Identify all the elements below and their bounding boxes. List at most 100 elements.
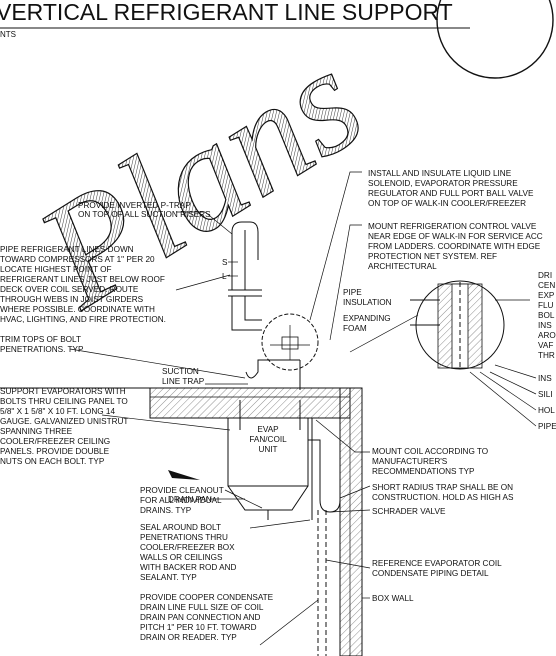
svg-text:NEAR EDGE OF WALK-IN FOR SERVI: NEAR EDGE OF WALK-IN FOR SERVICE ACC	[368, 232, 543, 241]
mount-control-leader	[329, 224, 362, 341]
svg-text:THR: THR	[538, 351, 555, 360]
svg-text:SEALANT. TYP: SEALANT. TYP	[140, 573, 197, 582]
svg-text:EXP: EXP	[538, 291, 555, 300]
svg-text:SUPPORT EVAPORATORS WITH: SUPPORT EVAPORATORS WITH	[0, 387, 126, 396]
condensate-leader	[259, 599, 319, 646]
svg-text:SEAL AROUND BOLT: SEAL AROUND BOLT	[140, 523, 221, 532]
svg-text:ARCHITECTURAL: ARCHITECTURAL	[368, 262, 437, 271]
pipe-lines-note: PIPE REFRIGERANT LINES DOWN TOWARD COMPR…	[0, 245, 166, 324]
svg-text:HVAC, LIGHTING, AND FIRE PROTE: HVAC, LIGHTING, AND FIRE PROTECTION.	[0, 315, 166, 324]
ptrap-leader	[176, 211, 233, 235]
support-evap-leader	[101, 414, 231, 431]
svg-text:PROVIDE COOPER CONDENSATE: PROVIDE COOPER CONDENSATE	[140, 593, 274, 602]
svg-text:LOCATE HIGHEST POINT OF: LOCATE HIGHEST POINT OF	[0, 265, 111, 274]
mount-control-note: MOUNT REFRIGERATION CONTROL VALVE NEAR E…	[368, 222, 543, 271]
evap-unit-box	[227, 417, 309, 487]
install-liquid-leader	[309, 171, 362, 321]
box-wall-label: BOX WALL	[372, 594, 414, 603]
leader-hol	[479, 371, 537, 411]
valve-callout-circle	[261, 313, 319, 371]
cleanout-note: PROVIDE CLEANOUT FOR ALL INDIVIDUAL DRAI…	[140, 486, 224, 515]
ins-label: INS	[538, 374, 552, 383]
ptrap-note: PROVIDE INVERTED P-TRAP ON TOP OF ALL SU…	[78, 201, 211, 219]
short-radius-note: SHORT RADIUS TRAP SHALL BE ON CONSTRUCTI…	[372, 483, 514, 502]
evap-label-1: EVAP	[257, 425, 279, 434]
svg-text:DRAIN PAN CONNECTION AND: DRAIN PAN CONNECTION AND	[140, 613, 260, 622]
pipe-insulation-label: PIPE INSULATION	[343, 288, 392, 307]
schrader-label: SCHRADER VALVE	[372, 507, 446, 516]
svg-text:5/8" X 1 5/8" X 10 FT. LONG 14: 5/8" X 1 5/8" X 10 FT. LONG 14	[0, 407, 115, 416]
svg-text:COOLER/FREEZER BOX: COOLER/FREEZER BOX	[140, 543, 235, 552]
leader-ins	[494, 364, 537, 379]
valve-body	[281, 336, 299, 350]
pipe-lines-leader	[175, 274, 231, 291]
svg-text:GAUGE. GALVANIZED UNISTRUT: GAUGE. GALVANIZED UNISTRUT	[0, 417, 128, 426]
valve-lines	[270, 325, 310, 360]
suction-line-lower	[231, 296, 262, 331]
svg-text:ON TOP OF WALK-IN COOLER/FREEZ: ON TOP OF WALK-IN COOLER/FREEZER	[368, 199, 526, 208]
svg-text:WITH BACKER ROD AND: WITH BACKER ROD AND	[140, 563, 237, 572]
svg-text:CEN: CEN	[538, 281, 555, 290]
pip-label: PIPE	[538, 422, 556, 431]
svg-text:DRAIN LINE FULL SIZE OF COIL: DRAIN LINE FULL SIZE OF COIL	[140, 603, 264, 612]
svg-text:REFRIGERANT LINES JUST BELOW R: REFRIGERANT LINES JUST BELOW ROOF	[0, 275, 165, 284]
mount-coil-note: MOUNT COIL ACCORDING TO MANUFACTURER'S R…	[372, 447, 488, 476]
bolt-tops-leader	[69, 348, 246, 379]
svg-text:BOLTS THRU CEILING PANEL TO: BOLTS THRU CEILING PANEL TO	[0, 397, 128, 406]
svg-text:INS: INS	[538, 321, 552, 330]
svg-text:VAF: VAF	[538, 341, 553, 350]
svg-text:DECK OVER COIL SERVED. ROUTE: DECK OVER COIL SERVED. ROUTE	[0, 285, 139, 294]
svg-text:FOR ALL INDIVIDUAL: FOR ALL INDIVIDUAL	[140, 496, 222, 505]
install-liquid-note: INSTALL AND INSULATE LIQUID LINE SOLENOI…	[368, 169, 534, 208]
watermark-ring	[436, 0, 554, 79]
expanding-foam-label: EXPANDING FOAM	[343, 314, 391, 333]
ceiling-panel	[149, 387, 351, 419]
svg-text:PIPE REFRIGERANT LINES DOWN: PIPE REFRIGERANT LINES DOWN	[0, 245, 134, 254]
svg-text:WALLS OR CEILINGS: WALLS OR CEILINGS	[140, 553, 223, 562]
leader-sil	[489, 371, 537, 395]
suction-trap-note: SUCTION LINE TRAP	[162, 367, 205, 386]
svg-text:TRIM TOPS OF BOLT: TRIM TOPS OF BOLT	[0, 335, 81, 344]
suction-ptrap	[231, 221, 259, 260]
svg-text:PIPE: PIPE	[343, 288, 362, 297]
drain-pan-shape	[227, 485, 309, 511]
svg-text:PENETRATIONS. TYP: PENETRATIONS. TYP	[0, 345, 84, 354]
support-evap-note: SUPPORT EVAPORATORS WITH BOLTS THRU CEIL…	[0, 387, 128, 466]
svg-text:PANELS. PROVIDE DOUBLE: PANELS. PROVIDE DOUBLE	[0, 447, 110, 456]
svg-text:DRAIN OR READER. TYP: DRAIN OR READER. TYP	[140, 633, 237, 642]
svg-text:SPANNING THREE: SPANNING THREE	[0, 427, 73, 436]
svg-text:COOLER/FREEZER CEILING: COOLER/FREEZER CEILING	[0, 437, 110, 446]
svg-text:REGULATOR AND FULL PORT BALL V: REGULATOR AND FULL PORT BALL VALVE	[368, 189, 534, 198]
drawing-scale: NTS	[0, 30, 16, 39]
liquid-line-lower	[244, 296, 262, 321]
svg-text:ARO: ARO	[538, 331, 556, 340]
svg-text:EXPANDING: EXPANDING	[343, 314, 391, 323]
suction-line-trap	[245, 359, 300, 379]
svg-text:WHERE POSSIBLE. COORDINATE WIT: WHERE POSSIBLE. COORDINATE WITH	[0, 305, 155, 314]
svg-text:PROTECTION NET SYSTEM. REF: PROTECTION NET SYSTEM. REF	[368, 252, 497, 261]
seal-bolt-note: SEAL AROUND BOLT PENETRATIONS THRU COOLE…	[140, 523, 237, 582]
arrow-marker	[168, 470, 200, 480]
svg-text:PITCH 1" PER 10 FT. TOWARD: PITCH 1" PER 10 FT. TOWARD	[140, 623, 257, 632]
drawing-title: VERTICAL REFRIGERANT LINE SUPPORT	[0, 0, 453, 25]
hol-label: HOL	[538, 406, 555, 415]
svg-text:BOL: BOL	[538, 311, 555, 320]
svg-text:NUTS ON EACH BOLT. TYP: NUTS ON EACH BOLT. TYP	[0, 457, 105, 466]
reference-evap-leader	[325, 559, 371, 569]
svg-text:FLU: FLU	[538, 301, 554, 310]
evap-label-2: FAN/COIL	[249, 435, 287, 444]
svg-text:MOUNT COIL ACCORDING TO: MOUNT COIL ACCORDING TO	[372, 447, 488, 456]
evap-label-3: UNIT	[258, 445, 277, 454]
sil-label: SILI	[538, 390, 553, 399]
svg-text:INSULATION: INSULATION	[343, 298, 392, 307]
condensate-note: PROVIDE COOPER CONDENSATE DRAIN LINE FUL…	[140, 593, 274, 642]
svg-text:MANUFACTURER'S: MANUFACTURER'S	[372, 457, 448, 466]
svg-text:SHORT RADIUS TRAP SHALL BE ON: SHORT RADIUS TRAP SHALL BE ON	[372, 483, 513, 492]
svg-text:THROUGH WEBS IN JOIST GIRDERS: THROUGH WEBS IN JOIST GIRDERS	[0, 295, 144, 304]
line-s-label: S	[222, 258, 228, 267]
svg-text:CONDENSATE PIPING DETAIL: CONDENSATE PIPING DETAIL	[372, 569, 489, 578]
svg-text:PENETRATIONS THRU: PENETRATIONS THRU	[140, 533, 228, 542]
svg-text:LINE TRAP: LINE TRAP	[162, 377, 205, 386]
cleanout-leader	[224, 489, 263, 509]
